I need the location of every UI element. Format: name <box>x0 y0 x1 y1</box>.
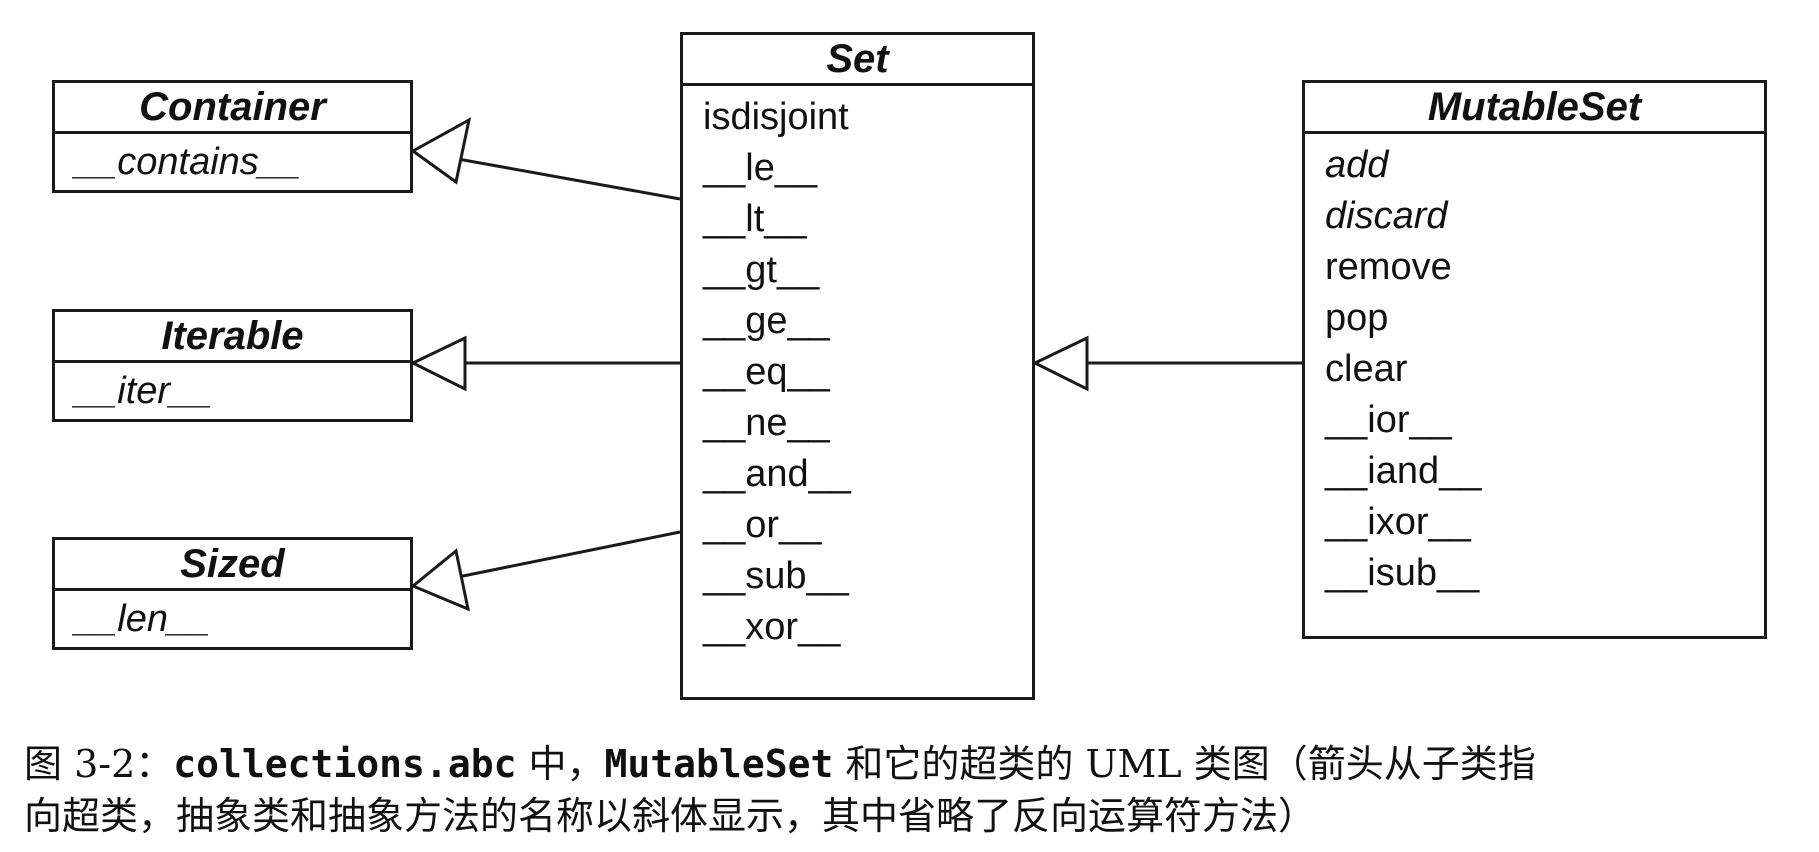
class-sized-title: Sized <box>55 540 410 591</box>
class-iterable-title: Iterable <box>55 312 410 363</box>
arrow-set-container-line <box>457 157 681 201</box>
class-mutableset-box: MutableSet add discard remove pop clear … <box>1302 80 1767 639</box>
method-len: __len__ <box>75 598 211 640</box>
figure-caption: 图 3-2：collections.abc 中，MutableSet 和它的超类… <box>24 738 1814 842</box>
caption-code-collections-abc: collections.abc <box>173 742 517 786</box>
caption-mid: 中， <box>516 742 605 786</box>
method-ge: __ge__ <box>703 300 830 342</box>
class-iterable-methods: __iter__ <box>55 363 410 415</box>
inheritance-arrows <box>409 117 1302 612</box>
method-eq: __eq__ <box>703 351 830 393</box>
method-sub: __sub__ <box>703 555 849 597</box>
arrow-set-container-head <box>410 117 472 185</box>
method-clear: clear <box>1325 348 1408 390</box>
caption-prefix: 图 3-2： <box>24 742 174 786</box>
method-discard: discard <box>1325 195 1448 237</box>
arrow-set-sized-head <box>410 548 471 612</box>
method-xor: __xor__ <box>703 606 841 648</box>
class-set-title: Set <box>683 35 1032 86</box>
class-iterable-box: Iterable __iter__ <box>52 309 413 422</box>
method-isdisjoint: isdisjoint <box>703 96 849 138</box>
method-isub: __isub__ <box>1325 552 1480 594</box>
method-ne: __ne__ <box>703 402 830 444</box>
arrow-set-sized-line <box>457 530 681 579</box>
method-le: __le__ <box>703 147 818 189</box>
class-container-methods: __contains__ <box>55 134 410 186</box>
class-set-methods: isdisjoint __le__ __lt__ __gt__ __ge__ _… <box>683 86 1032 653</box>
class-container-title: Container <box>55 83 410 134</box>
class-set-box: Set isdisjoint __le__ __lt__ __gt__ __ge… <box>680 32 1035 700</box>
method-iand: __iand__ <box>1325 450 1482 492</box>
class-mutableset-methods: add discard remove pop clear __ior__ __i… <box>1305 134 1764 599</box>
method-remove: remove <box>1325 246 1452 288</box>
class-sized-methods: __len__ <box>55 591 410 643</box>
class-container-box: Container __contains__ <box>52 80 413 193</box>
method-and: __and__ <box>703 453 851 495</box>
method-contains: __contains__ <box>75 141 302 183</box>
method-ior: __ior__ <box>1325 399 1452 441</box>
caption-line-1: 图 3-2：collections.abc 中，MutableSet 和它的超类… <box>24 738 1814 790</box>
arrow-mutableset-set-head <box>1031 335 1089 392</box>
caption-code-mutableset: MutableSet <box>604 742 834 786</box>
method-or: __or__ <box>703 504 822 546</box>
method-add: add <box>1325 144 1389 186</box>
method-ixor: __ixor__ <box>1325 501 1471 543</box>
class-sized-box: Sized __len__ <box>52 537 413 650</box>
class-mutableset-title: MutableSet <box>1305 83 1764 134</box>
caption-line-2: 向超类，抽象类和抽象方法的名称以斜体显示，其中省略了反向运算符方法） <box>24 794 1317 838</box>
method-gt: __gt__ <box>703 249 820 291</box>
method-lt: __lt__ <box>703 198 807 240</box>
arrow-set-iterable-head <box>409 335 467 392</box>
caption-rest-line1: 和它的超类的 UML 类图（箭头从子类指 <box>833 742 1536 786</box>
method-pop: pop <box>1325 297 1389 339</box>
method-iter: __iter__ <box>75 370 213 412</box>
